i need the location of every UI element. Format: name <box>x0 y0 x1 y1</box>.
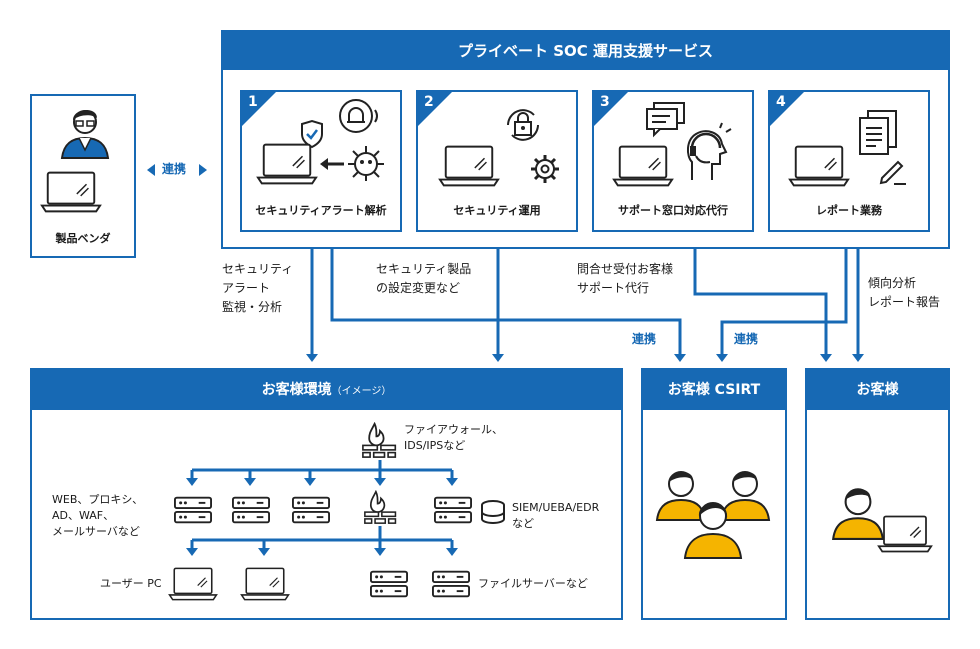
chat-icon <box>646 102 685 138</box>
servers-text-line: メールサーバなど <box>52 525 140 538</box>
flow-text-line: 問合せ受付お客様 <box>577 262 674 276</box>
network-lines <box>186 460 458 556</box>
pc-label: ユーザー PC <box>100 577 162 590</box>
card-number-badge <box>594 92 628 126</box>
laptop-icon <box>240 566 290 602</box>
service-title: プライベート SOC 運用支援サービス <box>223 32 948 70</box>
flow-settings-label: セキュリティ製品 の設定変更など <box>376 260 471 298</box>
flow-report-label: 傾向分析 レポート報告 <box>868 274 940 312</box>
server-icon <box>174 496 212 524</box>
laptop-icon <box>438 144 500 188</box>
environment-title: お客様環境 <box>261 382 332 398</box>
customer-title: お客様 <box>807 370 948 410</box>
link-label-2: 連携 <box>734 332 759 346</box>
card-number: 1 <box>248 94 258 110</box>
vendor-link-label: 連携 <box>162 162 187 176</box>
servers-text-line: WEB、プロキシ、 <box>52 493 144 506</box>
link-label-1: 連携 <box>632 332 657 346</box>
team-people-icon <box>656 470 770 559</box>
environment-panel: お客様環境（イメージ） ファ <box>30 368 623 620</box>
database-icon <box>481 500 505 524</box>
flow-text-line: アラート <box>222 281 271 295</box>
vendor-label: 製品ベンダ <box>55 232 111 245</box>
flow-text-line: セキュリティ <box>222 262 294 276</box>
card-label: セキュリティアラート解析 <box>255 204 387 217</box>
virus-icon <box>348 146 384 181</box>
firewall-text-line: IDS/IPSなど <box>404 439 466 452</box>
csirt-panel: お客様 CSIRT <box>641 368 787 620</box>
card-number: 3 <box>600 94 610 110</box>
laptop-icon <box>168 566 218 602</box>
card-label: レポート業務 <box>816 204 882 217</box>
flow-text-line: 傾向分析 <box>868 276 917 290</box>
server-icon <box>232 496 270 524</box>
servers-label: WEB、プロキシ、 AD、WAF、 メールサーバなど <box>52 492 143 540</box>
headset-operator-icon <box>686 122 732 180</box>
card-number-badge <box>770 92 804 126</box>
card-number: 2 <box>424 94 434 110</box>
laptop-icon <box>256 142 318 186</box>
firewall-text-line: ファイアウォール、 <box>404 423 503 436</box>
card-number-badge <box>242 92 276 126</box>
server-icon <box>432 570 470 598</box>
customer-panel: お客様 <box>805 368 950 620</box>
environment-header: お客様環境（イメージ） <box>32 370 621 410</box>
siem-label: SIEM/UEBA/EDR など <box>512 500 599 532</box>
firewall-icon <box>362 422 398 458</box>
file-server-label: ファイルサーバーなど <box>478 577 588 590</box>
card-number: 4 <box>776 94 786 110</box>
card-alert-analysis: 1 セキュリティアラート解析 <box>240 90 402 232</box>
gear-icon <box>531 155 559 183</box>
left-arrow-icon <box>320 158 344 170</box>
card-reporting: 4 レポート業務 <box>768 90 930 232</box>
laptop-icon <box>40 170 102 214</box>
server-icon <box>434 496 472 524</box>
environment-title-note: （イメージ） <box>331 386 392 397</box>
laptop-icon <box>788 144 850 188</box>
firewall-label: ファイアウォール、 IDS/IPSなど <box>404 422 503 454</box>
csirt-title: お客様 CSIRT <box>643 370 785 410</box>
card-label: サポート窓口対応代行 <box>618 204 728 217</box>
bell-icon <box>339 99 378 133</box>
shield-icon <box>301 119 323 149</box>
lock-cycle-icon <box>507 109 539 141</box>
flow-text-line: の設定変更など <box>376 281 461 295</box>
flow-text-line: レポート報告 <box>868 295 941 309</box>
flow-text-line: セキュリティ製品 <box>376 262 472 276</box>
siem-text-line: SIEM/UEBA/EDR <box>512 501 600 514</box>
servers-text-line: AD、WAF、 <box>52 509 115 522</box>
card-support-desk: 3 サポート窓口対応代行 <box>592 90 754 232</box>
server-icon <box>292 496 330 524</box>
flow-monitor-label: セキュリティ アラート 監視・分析 <box>222 260 293 317</box>
laptop-icon <box>877 514 933 554</box>
card-security-operation: 2 セキュリティ運用 <box>416 90 578 232</box>
vendor-person-icon <box>60 109 110 159</box>
card-label: セキュリティ運用 <box>453 204 541 217</box>
document-icon <box>859 110 897 155</box>
flow-text-line: サポート代行 <box>577 281 650 295</box>
laptop-icon <box>612 144 674 188</box>
pen-icon <box>879 160 906 185</box>
flow-text-line: 監視・分析 <box>222 300 283 314</box>
firewall-icon <box>364 490 398 524</box>
vendor-panel: 製品ベンダ <box>30 94 136 258</box>
server-icon <box>370 570 408 598</box>
siem-text-line: など <box>512 517 534 530</box>
card-number-badge <box>418 92 452 126</box>
flow-support-label: 問合せ受付お客様 サポート代行 <box>577 260 673 298</box>
